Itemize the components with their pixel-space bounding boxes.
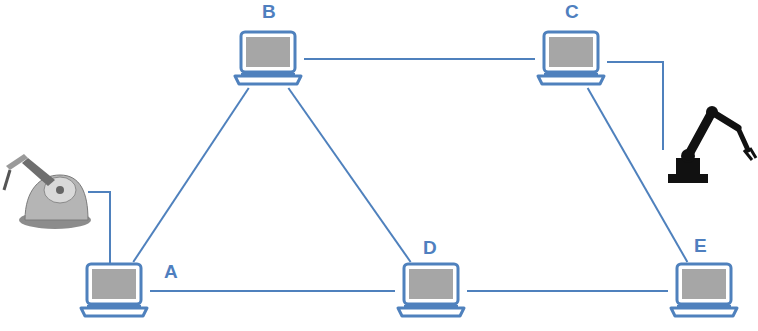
network-link xyxy=(467,291,668,292)
device-wire xyxy=(88,192,110,268)
laptop-icon xyxy=(395,262,467,320)
laptop-node: E xyxy=(668,262,740,320)
node-label: B xyxy=(260,2,278,22)
network-link xyxy=(288,88,410,262)
laptop-icon xyxy=(78,262,150,320)
laptop-node: B xyxy=(232,30,304,88)
haptic-device xyxy=(4,154,91,229)
laptop-node: A xyxy=(78,262,150,320)
network-link xyxy=(304,59,535,60)
node-label: A xyxy=(162,262,180,282)
node-label: C xyxy=(563,2,581,22)
network-link xyxy=(133,88,249,262)
node-label: E xyxy=(692,236,709,256)
node-label: D xyxy=(421,238,439,258)
laptop-icon xyxy=(232,30,304,88)
robot-arm xyxy=(668,106,756,183)
laptop-node: C xyxy=(535,30,607,88)
laptop-node: D xyxy=(395,262,467,320)
laptop-icon xyxy=(535,30,607,88)
network-link xyxy=(150,291,395,292)
network-link xyxy=(588,88,688,262)
laptop-icon xyxy=(668,262,740,320)
